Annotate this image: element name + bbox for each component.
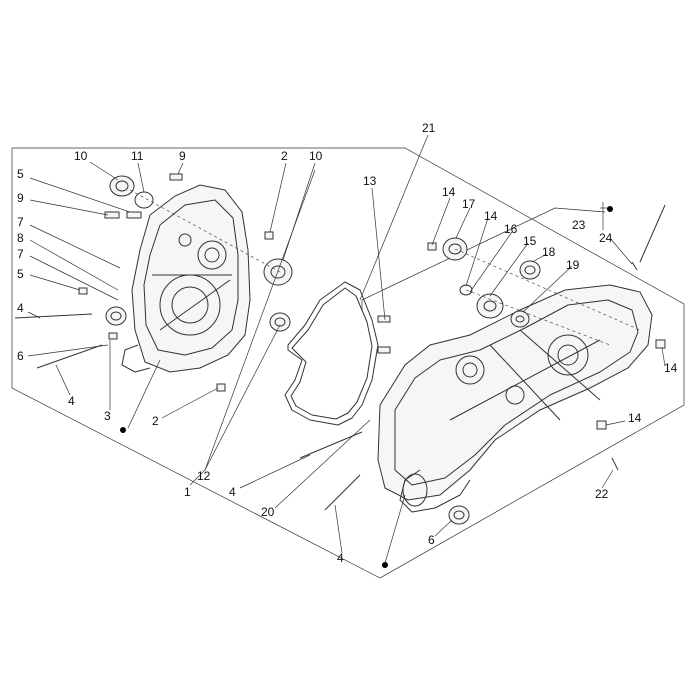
callout-5: 5 (17, 267, 24, 281)
right-crankcase-half (377, 284, 653, 513)
callout-14: 14 (664, 361, 678, 375)
bullet-marker (120, 427, 126, 433)
alignment-lines (129, 189, 641, 346)
callout-17: 17 (462, 197, 476, 211)
left-crankcase-half (121, 184, 251, 373)
callout-7: 7 (17, 215, 24, 229)
callout-9: 9 (179, 149, 186, 163)
callout-21: 21 (422, 121, 436, 135)
callout-10: 10 (309, 149, 323, 163)
callout-18: 18 (542, 245, 556, 259)
callout-1: 1 (184, 485, 191, 499)
bearings (105, 175, 541, 525)
bullet-markers (120, 206, 613, 568)
callout-14: 14 (484, 209, 498, 223)
studs-and-pins (14, 173, 666, 511)
callout-labels: 10 11 9 2 10 21 5 9 7 8 7 5 4 6 4 3 2 12… (17, 121, 678, 565)
callout-4: 4 (17, 301, 24, 315)
callout-3: 3 (104, 409, 111, 423)
callout-15: 15 (523, 234, 537, 248)
callout-22: 22 (595, 487, 609, 501)
callout-24: 24 (599, 231, 613, 245)
callout-5: 5 (17, 167, 24, 181)
leader-lines (27, 134, 666, 564)
callout-6: 6 (17, 349, 24, 363)
callout-10: 10 (74, 149, 88, 163)
callout-16: 16 (504, 222, 518, 236)
callout-9: 9 (17, 191, 24, 205)
callout-19: 19 (566, 258, 580, 272)
callout-23: 23 (572, 218, 586, 232)
callout-14: 14 (628, 411, 642, 425)
callout-2: 2 (281, 149, 288, 163)
bullet-marker (607, 206, 613, 212)
callout-4: 4 (229, 485, 236, 499)
callout-8: 8 (17, 231, 24, 245)
callout-6: 6 (428, 533, 435, 547)
callout-12: 12 (197, 469, 211, 483)
callout-4: 4 (337, 551, 344, 565)
crankcase-gasket (284, 281, 379, 426)
callout-2: 2 (152, 414, 159, 428)
callout-11: 11 (131, 149, 144, 163)
callout-7: 7 (17, 247, 24, 261)
callout-4: 4 (68, 394, 75, 408)
callout-20: 20 (261, 505, 275, 519)
bullet-marker (382, 562, 388, 568)
callout-14: 14 (442, 185, 456, 199)
callout-13: 13 (363, 174, 377, 188)
